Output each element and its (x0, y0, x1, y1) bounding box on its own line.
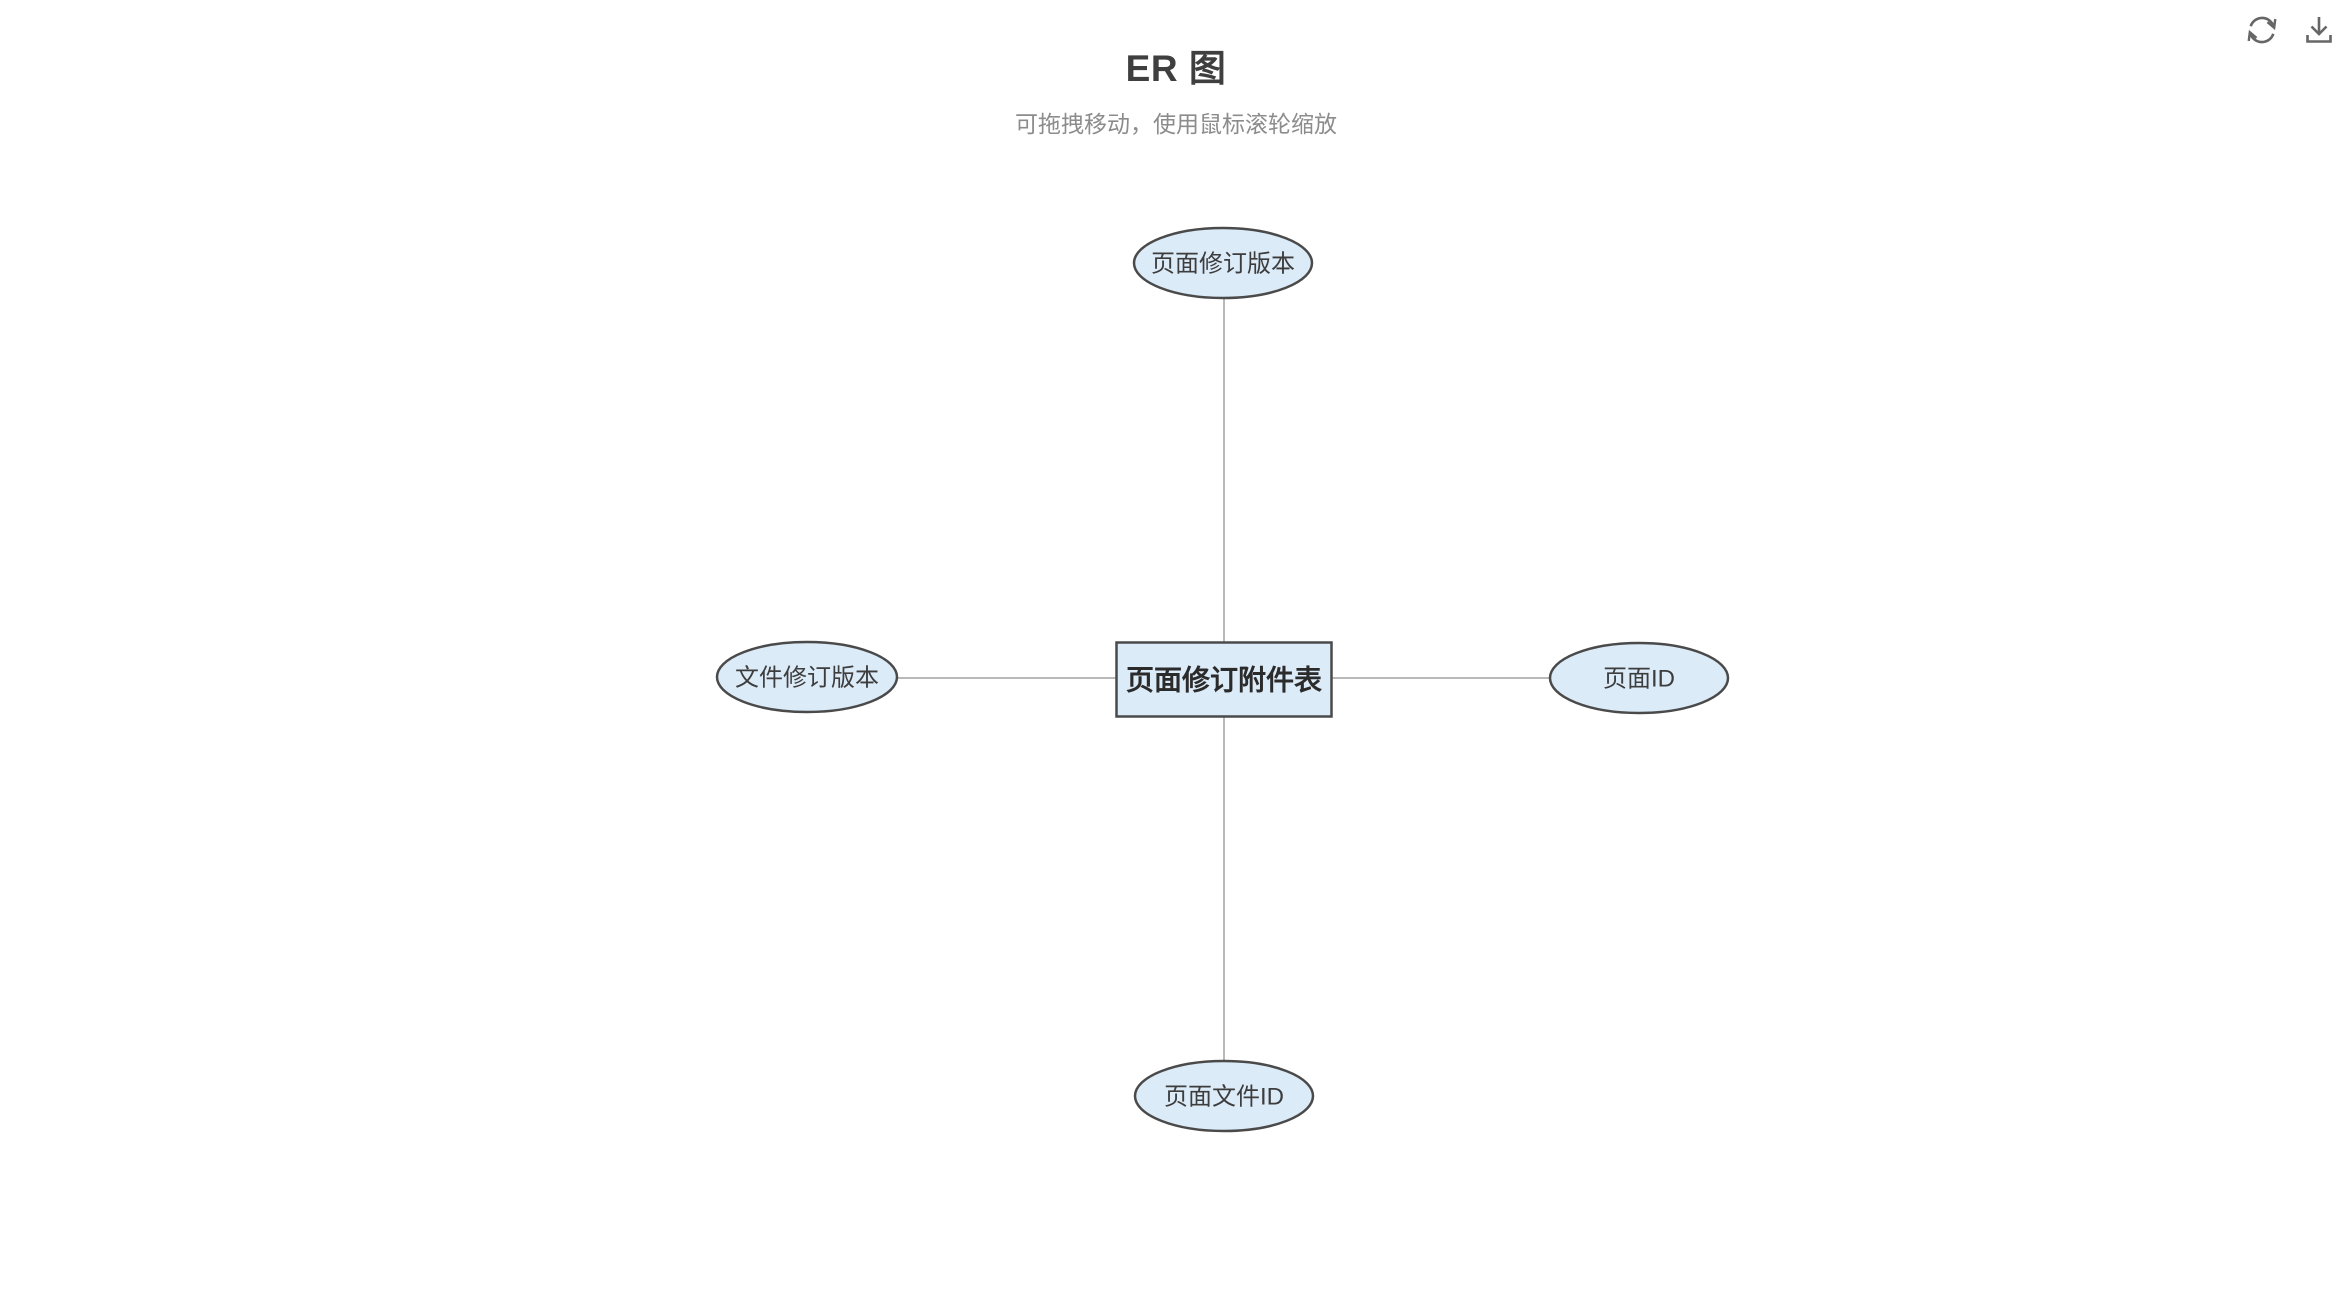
attribute-node-bottom[interactable]: 页面文件ID (1133, 1059, 1315, 1133)
attribute-label: 页面文件ID (1164, 1083, 1284, 1110)
attribute-ellipse (1132, 226, 1314, 300)
refresh-icon (2244, 16, 2280, 44)
download-button[interactable] (2301, 12, 2337, 48)
attribute-label: 页面ID (1603, 665, 1675, 692)
attribute-node-right[interactable]: 页面ID (1548, 641, 1730, 715)
attribute-node-top[interactable]: 页面修订版本 (1132, 226, 1314, 300)
attribute-ellipse (1133, 1059, 1315, 1133)
attribute-label: 页面修订版本 (1151, 250, 1295, 277)
download-icon (2306, 17, 2332, 43)
attribute-ellipse (1548, 641, 1730, 715)
entity-label: 页面修订附件表 (1126, 664, 1322, 695)
attribute-node-left[interactable]: 文件修订版本 (715, 640, 899, 714)
toolbar (2244, 12, 2337, 48)
attribute-ellipse (715, 640, 899, 714)
entity-rect (1115, 641, 1333, 718)
entity-node[interactable]: 页面修订附件表 (1115, 641, 1333, 718)
refresh-button[interactable] (2244, 12, 2280, 48)
attribute-label: 文件修订版本 (735, 664, 879, 691)
